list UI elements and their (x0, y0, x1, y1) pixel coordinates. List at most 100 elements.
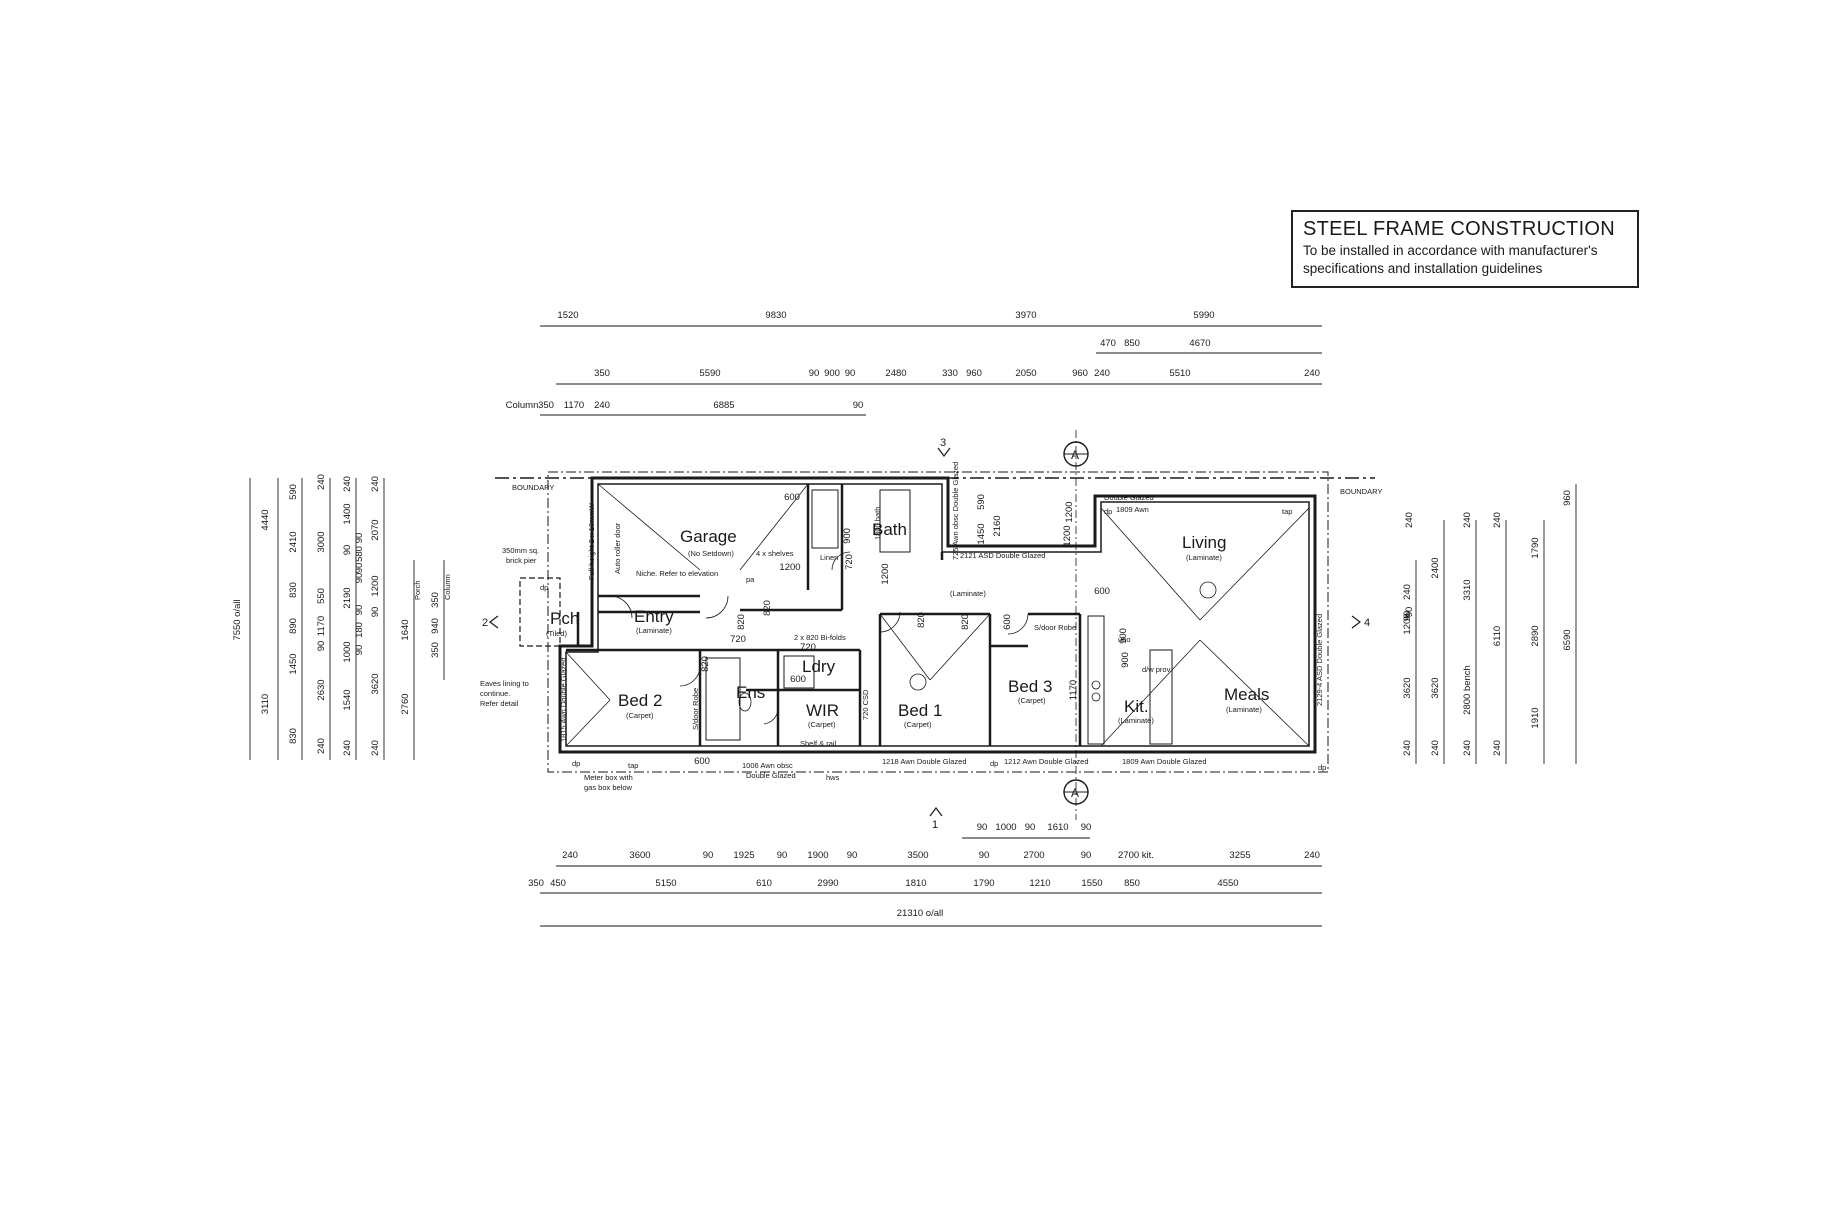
window-1815-awn: 1815 Awn Double Glazed (559, 657, 568, 742)
dim-room: 600 (1002, 614, 1013, 630)
note-hws: hws (826, 773, 840, 782)
dim-bot-2: 3600 (629, 850, 650, 861)
dim-left-4: 2630 (316, 679, 327, 700)
note-dp-5: dp (540, 583, 548, 592)
dim-top-1: 9830 (765, 310, 786, 321)
room-wir-finish: (Carpet) (808, 720, 836, 729)
dim-left-4: 3000 (316, 531, 327, 552)
dim-right-6: 960 (1562, 490, 1573, 506)
dim-bot-1: 90 (1025, 822, 1036, 833)
dim-top-3: 240 (1304, 368, 1320, 379)
dim-left-5b: 90 (354, 605, 365, 616)
dim-room: 1170 (1068, 680, 1079, 700)
dim-right-4: 6110 (1492, 626, 1503, 646)
dim-top-4: 90 (853, 400, 864, 411)
section-marker-a-bottom-label: A (1071, 786, 1079, 800)
elevation-marker-3-label: 3 (940, 437, 946, 449)
room-bed-3-finish: (Carpet) (1018, 696, 1046, 705)
note-tap: tap (628, 761, 638, 770)
dim-left-5: 1400 (342, 503, 353, 524)
dim-bot-3: 4550 (1217, 878, 1238, 889)
dim-right-3: 240 (1462, 740, 1473, 756)
note-dp-2: dp (572, 759, 580, 768)
steel-frame-note: STEEL FRAME CONSTRUCTION To be installed… (1291, 210, 1639, 288)
shower-icon (811, 489, 839, 549)
room-bed-2-finish: (Carpet) (626, 711, 654, 720)
dim-bot-3: 5150 (655, 878, 676, 889)
note-body-line1: To be installed in accordance with manuf… (1303, 243, 1598, 258)
dim-left-5: 240 (342, 740, 353, 756)
dim-top-4: Column (506, 400, 539, 411)
dim-bot-2: 1900 (807, 850, 828, 861)
dim-room: 820 (700, 656, 711, 672)
window-1809-awn: 1809 Awn Double Glazed (1122, 757, 1207, 766)
note-brick-pier-2: brick pier (506, 556, 537, 565)
dim-bot-1: 90 (1081, 822, 1092, 833)
note-dp-1: dp (1104, 507, 1112, 516)
note-shelves: 4 x shelves (756, 549, 794, 558)
elevation-marker-1 (929, 807, 943, 817)
ceiling-fan-icon (1199, 581, 1217, 599)
boundary-label-left: BOUNDARY (512, 483, 554, 492)
elevation-marker-2-label: 2 (482, 617, 488, 629)
kitchen-bench (1087, 615, 1105, 745)
note-niche: Niche. Refer to elevation (636, 569, 718, 578)
dim-room: 600 (694, 756, 710, 767)
dim-left-3: 830 (288, 728, 299, 744)
dim-bot-2: 2700 kit. (1118, 850, 1154, 861)
ensuite-shower-icon (705, 657, 741, 741)
bathtub-icon (879, 489, 911, 553)
dim-room: 720 (844, 554, 855, 570)
note-title: STEEL FRAME CONSTRUCTION (1303, 218, 1616, 240)
dim-top-3: 350 (594, 368, 610, 379)
dim-top-3: 90 (845, 368, 856, 379)
dim-left-5: 2190 (342, 587, 353, 608)
room-bed-1-finish: (Carpet) (904, 720, 932, 729)
dim-right-5: 1910 (1530, 707, 1541, 728)
note-eaves-3: Refer detail (480, 699, 519, 708)
dim-room: 720 (730, 634, 746, 645)
window-1006-double-glazed: Double Glazed (746, 771, 796, 780)
dim-top-2: 850 (1124, 338, 1140, 349)
dim-left-5b: 90 (354, 573, 365, 584)
dim-top-1: 5990 (1193, 310, 1214, 321)
dim-right-3: 240 (1462, 512, 1473, 528)
dim-right-3: 2800 bench (1462, 665, 1473, 715)
dim-room: 590 (976, 494, 987, 510)
note-dp-4: dp (1318, 763, 1326, 772)
note-bifolds: 2 x 820 Bi-folds (794, 633, 846, 642)
dim-bot-3: 1550 (1081, 878, 1102, 889)
dim-top-1: 3970 (1015, 310, 1036, 321)
kitchen-island (1149, 649, 1173, 745)
dim-room: 600 (1094, 586, 1110, 597)
dim-bot-2: 90 (979, 850, 990, 861)
dim-bot-2: 90 (847, 850, 858, 861)
note-sdoor-robe-bed3: S/door Robe (1034, 623, 1076, 632)
dim-bot-1: 1000 (995, 822, 1016, 833)
dim-room: 900 (842, 528, 853, 544)
dim-left-overall: 7550 o/all (232, 599, 243, 640)
dim-room: 820 (762, 600, 773, 616)
dim-top-4: 1170 (564, 400, 584, 411)
roof-hip-lines (565, 483, 1310, 747)
note-eaves-1: Eaves lining to (480, 679, 529, 688)
dim-left-3: 830 (288, 582, 299, 598)
dim-right-1: 90 (1402, 611, 1413, 622)
dim-right-1: 240 (1402, 584, 1413, 600)
elevation-marker-1-label: 1 (932, 819, 938, 831)
elevation-marker-3 (937, 447, 951, 457)
dim-left-3: 1450 (288, 653, 299, 674)
dim-left-3: 590 (288, 484, 299, 500)
room-kitchen-finish: (Laminate) (1118, 716, 1154, 725)
dim-left-8: 940 (430, 618, 441, 634)
dim-top-2: 470 (1100, 338, 1116, 349)
dim-right-3: 3310 (1462, 579, 1473, 600)
dim-left-3: 890 (288, 618, 299, 634)
elevation-marker-4-label: 4 (1364, 617, 1370, 629)
dim-top-4: 240 (594, 400, 610, 411)
dim-top-3: 900 (824, 368, 840, 379)
room-living: Living (1182, 533, 1226, 552)
dim-room: 1450 (976, 523, 987, 544)
dim-right-2: 240 (1430, 740, 1441, 756)
window-1212-awn: 1212 Awn Double Glazed (1004, 757, 1089, 766)
